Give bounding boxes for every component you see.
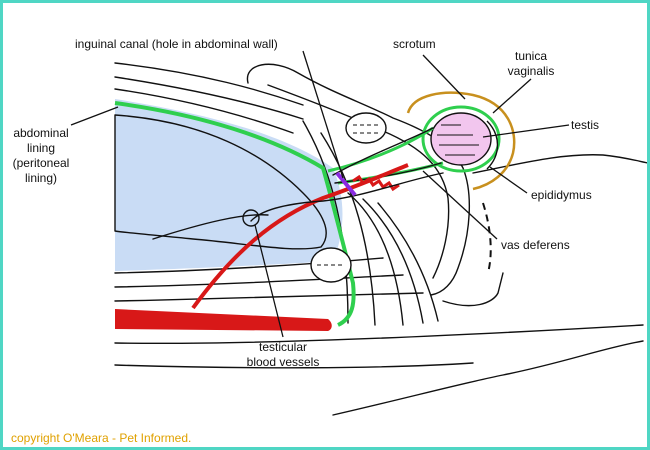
abdominal-organ <box>114 114 327 250</box>
vas-deferens-shape <box>250 172 444 222</box>
node-upper <box>345 112 387 144</box>
leader-vas-deferens <box>422 170 498 240</box>
node-upper-mark <box>353 124 379 134</box>
abdominal-cavity <box>115 99 343 271</box>
leader-testis <box>482 124 570 138</box>
label-abdominal-line3: (peritoneal <box>13 156 70 170</box>
label-abdominal-line4: lining) <box>25 171 57 185</box>
label-vessels-line2: blood vessels <box>247 355 320 369</box>
label-abdominal-line2: lining <box>27 141 55 155</box>
abdominal-muscle <box>302 120 439 326</box>
label-epididymus: epididymus <box>531 188 592 202</box>
tail-outline <box>442 272 504 307</box>
label-tunica-line1: tunica <box>515 49 547 63</box>
scrotum-dashed <box>482 202 492 274</box>
peritoneal-lining <box>114 101 356 327</box>
testis-shape <box>430 112 492 166</box>
tunica-vaginalis-ring <box>421 105 501 173</box>
label-testis: testis <box>571 118 599 132</box>
testis-hatching <box>437 124 479 156</box>
abdominal-artery <box>115 309 332 331</box>
label-inguinal-canal: inguinal canal (hole in abdominal wall) <box>75 37 278 51</box>
label-vessels-line1: testicular <box>259 340 307 354</box>
label-scrotum: scrotum <box>393 37 436 51</box>
epididymus-shape <box>486 120 499 170</box>
leader-inguinal <box>302 50 344 179</box>
leader-tunica <box>492 78 532 114</box>
scrotal-skin <box>472 154 647 174</box>
leader-lines <box>70 50 570 338</box>
leader-abdominal-lining <box>70 106 119 126</box>
leader-vessels <box>254 224 284 338</box>
label-abdominal-line1: abdominal <box>13 126 68 140</box>
label-vas-deferens: vas deferens <box>501 238 570 252</box>
leader-scrotum <box>422 54 466 100</box>
spermatic-cord <box>332 127 442 184</box>
label-tunica-line2: vaginalis <box>508 64 555 78</box>
copyright-text: copyright O'Meara - Pet Informed. <box>11 431 192 445</box>
vessel-loop <box>242 209 260 227</box>
inguinal-canal-marker <box>335 171 357 197</box>
leader-epididymus <box>489 166 528 194</box>
prepuce-inner <box>267 84 450 279</box>
anatomy-diagram: inguinal canal (hole in abdominal wall) … <box>13 37 647 416</box>
